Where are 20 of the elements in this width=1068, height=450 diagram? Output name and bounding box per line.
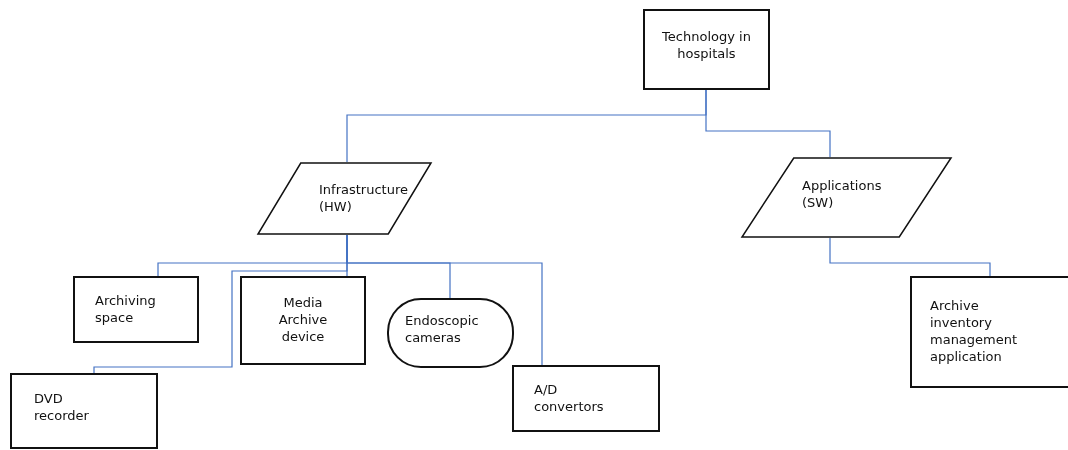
process-box [910,276,1068,388]
parallelogram-shape [741,157,952,238]
node-label: Media Archive device [277,295,329,346]
process-box [10,373,158,449]
connector-line [829,237,991,277]
rounded-box [387,298,514,368]
process-box [240,276,366,365]
process-box [512,365,660,432]
process-box [643,9,770,90]
process-box [73,276,199,343]
node-label: Archive inventory management application [930,298,1019,366]
node-label: DVD recorder [34,391,90,425]
node-label: Endoscopic cameras [405,313,480,347]
node-label: A/D convertors [534,381,605,416]
connector-line [705,89,831,158]
parallelogram-shape [257,162,432,235]
node-label: Infrastructure (HW) [319,181,408,216]
node-label: Archiving space [95,292,157,327]
node-label: Technology in hospitals [661,28,752,63]
node-label: Applications (SW) [802,177,883,212]
